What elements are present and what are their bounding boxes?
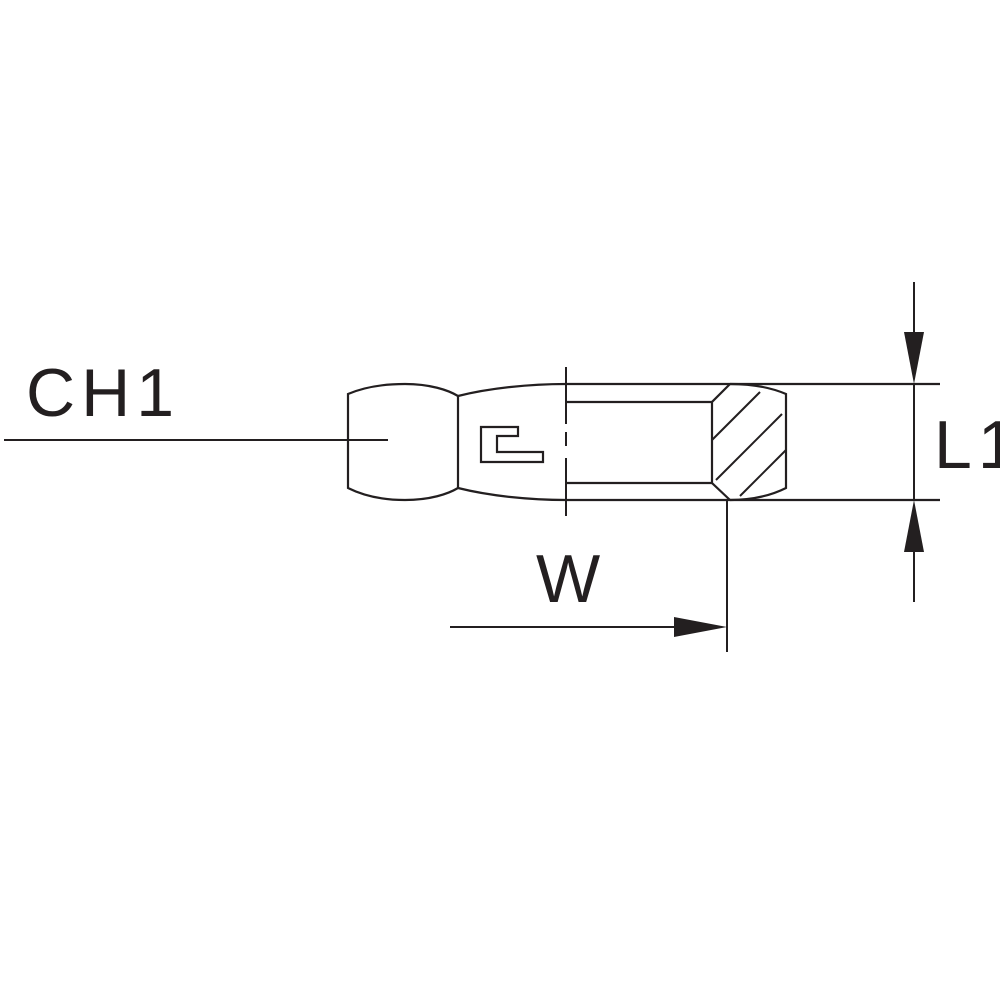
l1-bottom-arrow-head [904,500,924,552]
ch1-label: CH1 [26,355,180,431]
nut-body [346,382,940,502]
w-label: W [536,541,606,617]
l1-dimension [904,282,924,602]
w-arrow-head [674,617,727,637]
l1-top-arrow-head [904,332,924,384]
section-chamfer-left [710,383,731,501]
nut-left-end [346,382,406,502]
brand-logo-mark [479,425,545,464]
nut-right-end [729,382,788,502]
w-dimension [450,500,728,652]
section-hatching [711,391,787,497]
nut-top-edge [404,382,940,398]
l1-label: L1 [934,407,1000,483]
nut-bottom-edge [404,486,940,502]
